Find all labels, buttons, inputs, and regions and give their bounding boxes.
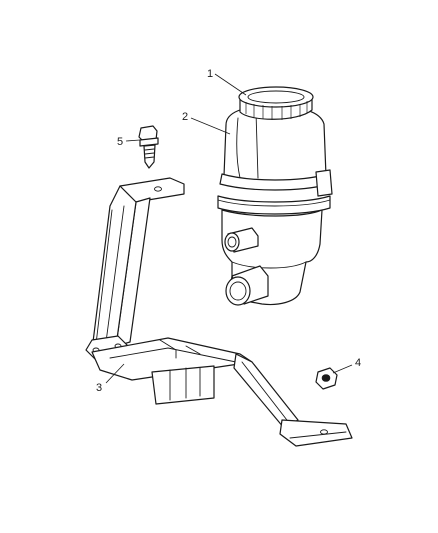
callout-4: 4 <box>355 357 361 369</box>
callout-1: 1 <box>207 68 213 80</box>
leader-line-1 <box>214 73 247 96</box>
nut <box>315 367 338 390</box>
bolt <box>138 125 159 169</box>
reservoir <box>217 105 333 306</box>
callout-2: 2 <box>182 111 188 123</box>
leader-line-3 <box>105 363 125 384</box>
callout-5: 5 <box>117 136 123 148</box>
callout-3: 3 <box>96 382 102 394</box>
reservoir-cap <box>238 86 314 120</box>
leader-line-2 <box>190 117 231 135</box>
leader-line-4 <box>332 364 353 374</box>
mounting-bracket <box>85 177 353 447</box>
leader-line-5 <box>125 139 141 142</box>
